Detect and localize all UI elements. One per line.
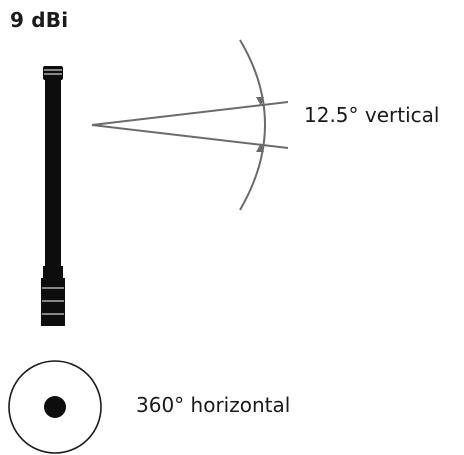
- antenna-icon: [41, 66, 65, 326]
- beam-upper-line: [91, 101, 289, 126]
- horizontal-pattern-circle: [8, 360, 102, 454]
- omnidirectional-pattern-icon: [8, 360, 102, 454]
- arc-arrowhead-upper: [256, 97, 264, 106]
- horizontal-beamwidth-label: 360° horizontal: [136, 393, 291, 417]
- antenna-base: [41, 278, 65, 326]
- antenna-whip: [45, 79, 61, 267]
- beamwidth-arc: [239, 39, 266, 211]
- arc-arrowhead-lower: [256, 143, 264, 152]
- vertical-beam-wedge: [91, 101, 289, 149]
- beam-lower-line: [91, 124, 289, 149]
- antenna-top-view-dot: [44, 396, 66, 418]
- vertical-beamwidth-label: 12.5° vertical: [304, 103, 440, 127]
- antenna-collar: [43, 266, 63, 278]
- gain-label: 9 dBi: [10, 8, 69, 32]
- antenna-tip: [43, 66, 63, 80]
